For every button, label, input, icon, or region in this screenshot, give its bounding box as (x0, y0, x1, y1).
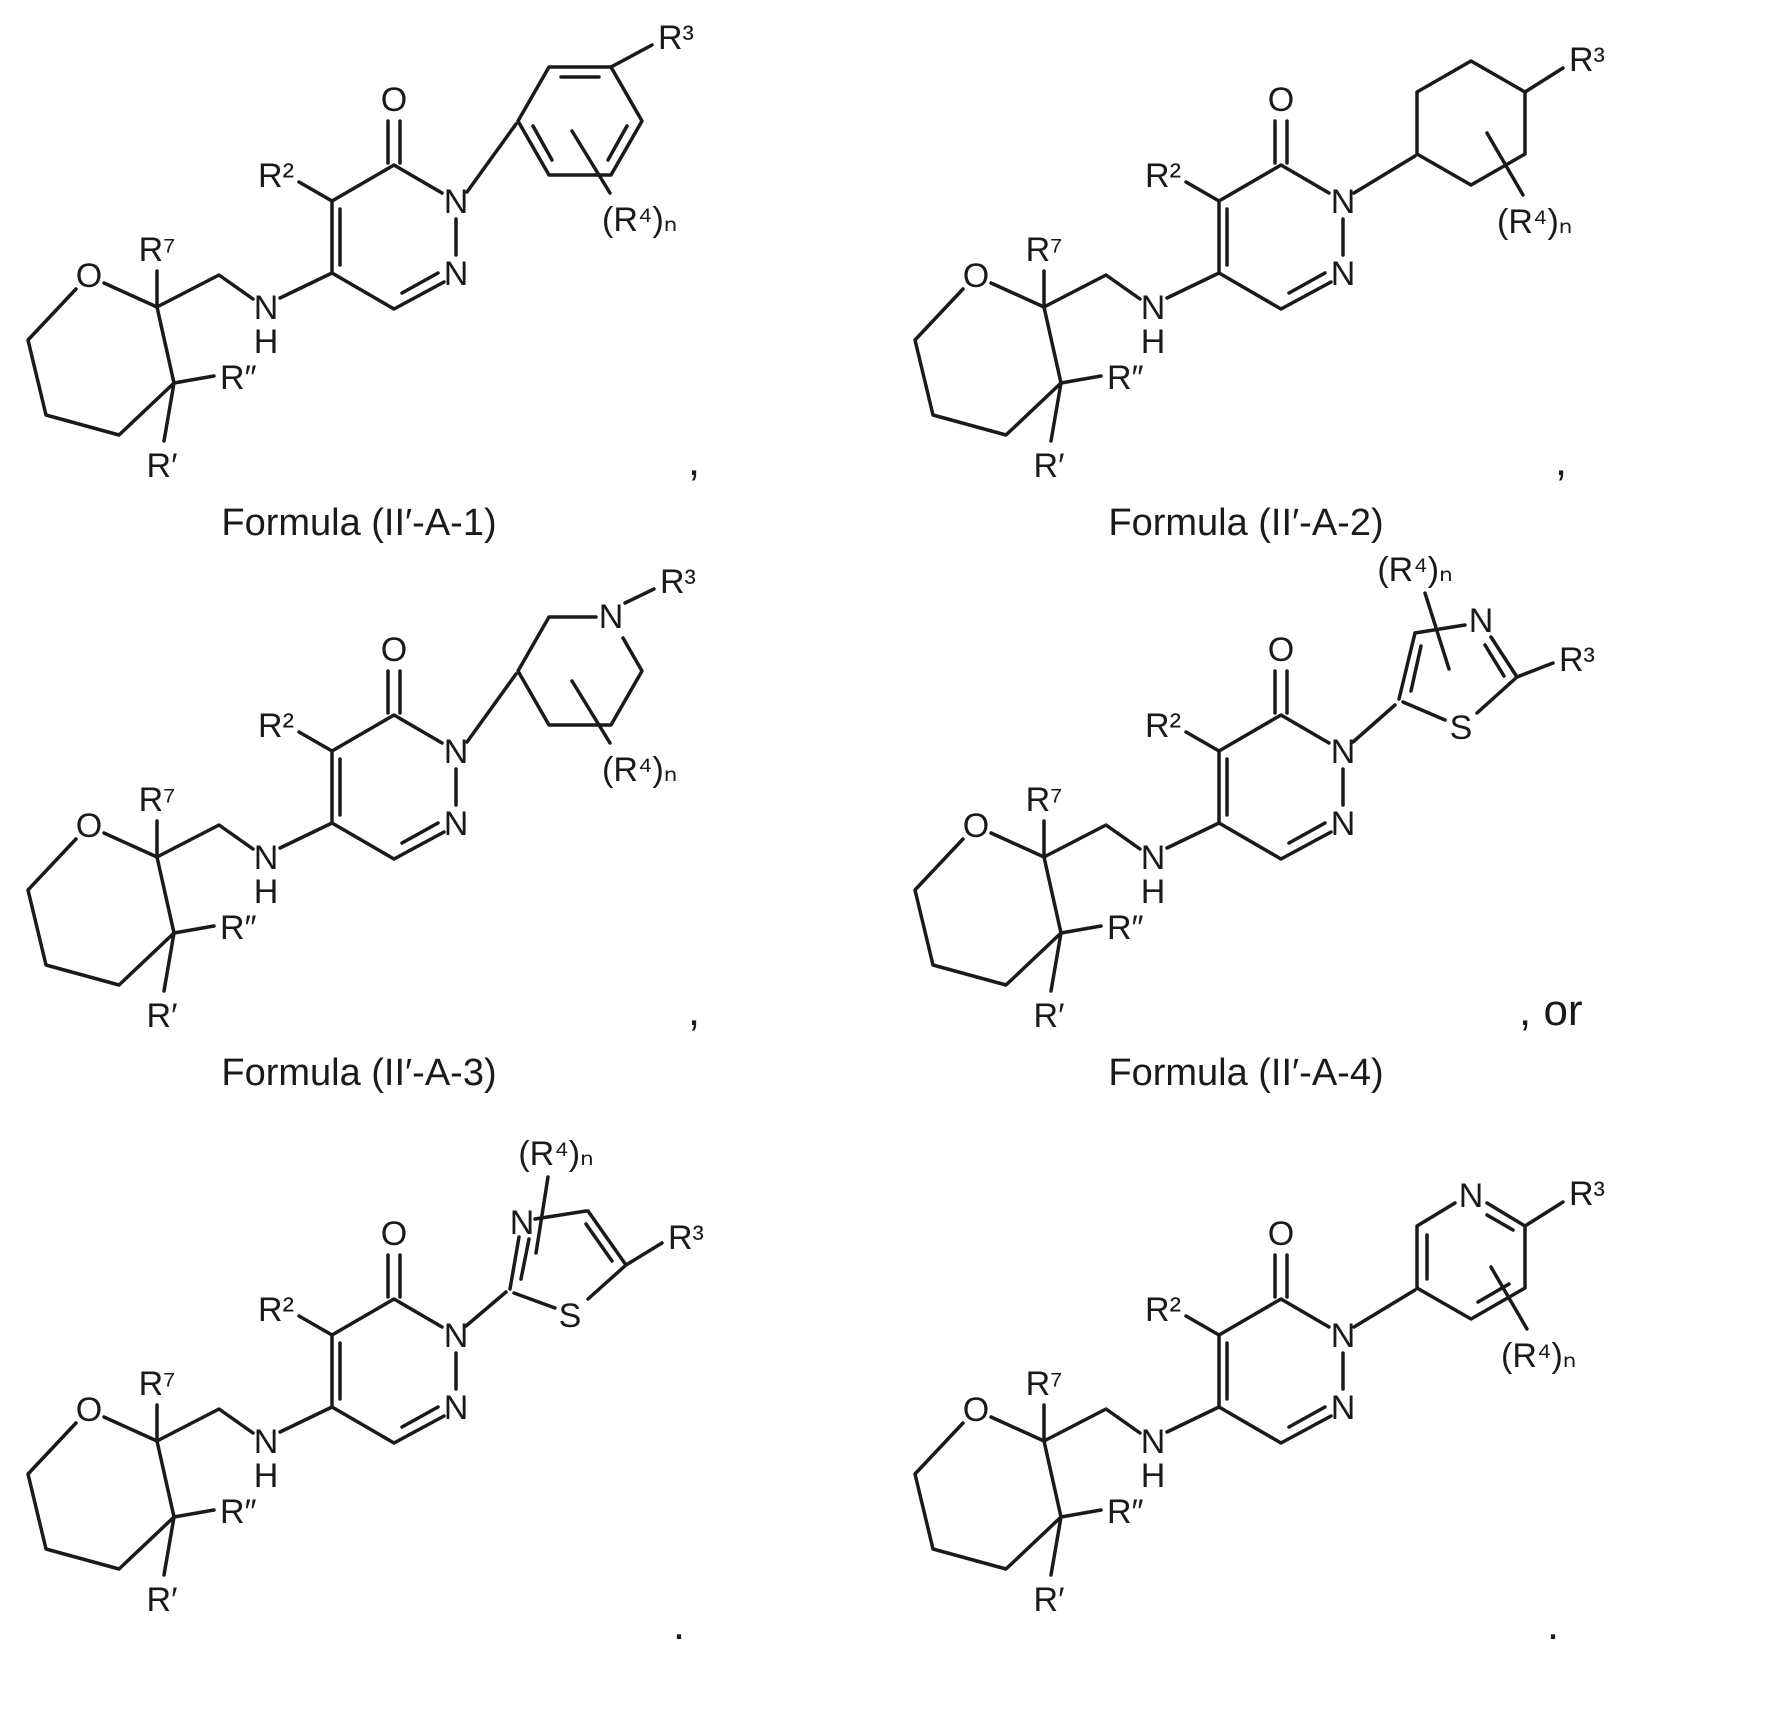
formula-caption: Formula (II′-A-1) (221, 502, 496, 544)
separator-comma: , (1555, 436, 1567, 485)
structure-5: N S R³ (R⁴)ₙ . (26, 1135, 704, 1649)
core-fragment-use (26, 1213, 471, 1621)
formula-block-II-A-3: N R³ (R⁴)ₙ , Formula (II′-A-3) (0, 550, 887, 1100)
thiazole-bonds (464, 1175, 664, 1328)
separator-or: , or (1519, 986, 1583, 1035)
r4n-label: (R⁴)ₙ (602, 751, 677, 789)
r4n-label: (R⁴)ₙ (1497, 203, 1572, 241)
formula-caption: Formula (II′-A-2) (1108, 502, 1383, 544)
formula-block-II-A-4: N S R³ (R⁴)ₙ , or Formula (II′-A-4) (887, 550, 1774, 1100)
formula-block-II-A-2: R³ (R⁴)ₙ , Formula (II′-A-2) (887, 0, 1774, 550)
structure-II-A-4: N S R³ (R⁴)ₙ , or Formula (II′-A-4) (913, 551, 1595, 1094)
piperidine-n-label: N (599, 598, 624, 636)
formula-caption: Formula (II′-A-3) (221, 1052, 496, 1094)
cyclohexane-bonds (1352, 59, 1565, 197)
r3-label: R³ (1569, 1175, 1605, 1213)
thiazole-ring-group: N S R³ (R⁴)ₙ , or Formula (II′-A-4) (1108, 551, 1595, 1094)
core-fragment-use (26, 79, 471, 487)
r3-label: R³ (1569, 41, 1605, 79)
structure-6: N R³ (R⁴)ₙ . (913, 1175, 1605, 1649)
r4n-label: (R⁴)ₙ (602, 201, 677, 239)
core-fragment-use (913, 629, 1358, 1037)
formula-caption: Formula (II′-A-4) (1108, 1052, 1383, 1094)
separator-comma: , (688, 436, 700, 485)
separator-comma: , (688, 986, 700, 1035)
pyridine-ring-group: N R³ (R⁴)ₙ . (1352, 1175, 1605, 1649)
pyridine-bonds (1352, 1200, 1565, 1331)
structure-II-A-2: R³ (R⁴)ₙ , Formula (II′-A-2) (913, 41, 1605, 544)
formula-block-6: N R³ (R⁴)ₙ . (887, 1100, 1774, 1712)
thiazole-ring-group: N S R³ (R⁴)ₙ . (464, 1135, 704, 1649)
formula-block-II-A-1: R³ (R⁴)ₙ , Formula (II′-A-1) (0, 0, 887, 550)
thiazole-n-label: N (510, 1204, 535, 1242)
r3-label: R³ (658, 19, 694, 57)
r4n-label: (R⁴)ₙ (1501, 1337, 1576, 1375)
r3-label: R³ (1559, 641, 1595, 679)
thiazole-s-label: S (1450, 709, 1473, 747)
r3-label: R³ (668, 1219, 704, 1257)
thiazole-bonds (1351, 591, 1555, 744)
thiazole-s-label: S (559, 1297, 582, 1335)
r4n-label: (R⁴)ₙ (1377, 551, 1452, 589)
core-fragment-use (913, 1213, 1358, 1621)
piperidine-ring-group: N R³ (R⁴)ₙ , Formula (II′-A-3) (221, 563, 700, 1094)
benzene-bonds (465, 43, 654, 195)
separator-period: . (673, 1600, 685, 1649)
pyridine-n-label: N (1459, 1177, 1484, 1215)
r3-label: R³ (660, 563, 696, 601)
core-fragment-use (26, 629, 471, 1037)
thiazole-n-label: N (1469, 602, 1494, 640)
piperidine-bonds (465, 587, 656, 745)
formula-block-5: N S R³ (R⁴)ₙ . (0, 1100, 887, 1712)
cyclohexane-ring-group: R³ (R⁴)ₙ , Formula (II′-A-2) (1108, 41, 1605, 544)
r4n-label: (R⁴)ₙ (518, 1135, 593, 1173)
benzene-ring-group: R³ (R⁴)ₙ , Formula (II′-A-1) (221, 19, 700, 544)
structure-II-A-3: N R³ (R⁴)ₙ , Formula (II′-A-3) (26, 563, 700, 1094)
separator-period: . (1547, 1600, 1559, 1649)
core-fragment-use (913, 79, 1358, 487)
structure-II-A-1: R³ (R⁴)ₙ , Formula (II′-A-1) (26, 19, 700, 544)
